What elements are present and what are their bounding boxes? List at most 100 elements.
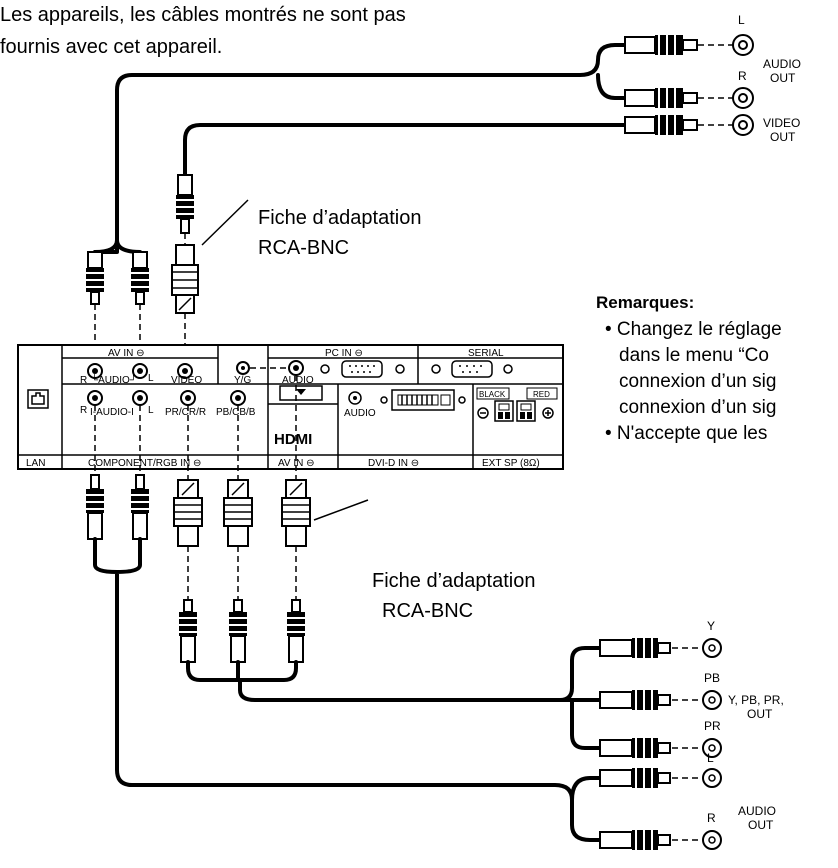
panel-audio-l: L	[148, 373, 154, 384]
audio-plug-r	[624, 88, 698, 108]
rca-bnc-adapter-top	[171, 244, 199, 314]
remarks-line-2: dans le menu “Co	[619, 345, 769, 366]
pr-plug	[599, 738, 671, 758]
audio-out-bottom-label-2: OUT	[748, 818, 774, 832]
hdmi-port-icon	[279, 385, 323, 401]
audio-cable-top	[93, 43, 627, 254]
component-out-label-2: OUT	[747, 707, 773, 721]
av-in-video-jack-icon	[177, 363, 193, 379]
audio-cable-bottom	[93, 537, 602, 842]
comp-audio-r-jack-icon	[87, 390, 103, 406]
dvi-port-icon	[380, 389, 466, 411]
panel-hdmi: HDMI	[274, 431, 312, 448]
video-cable-top	[183, 123, 627, 177]
hdmi-logo-bg	[272, 429, 332, 445]
pb-out-jack-icon	[702, 690, 722, 710]
panel-audio-r: R	[80, 375, 87, 386]
panel-pb-label: PB/CB/B	[216, 407, 256, 418]
audio-out-bottom-l-label: L	[707, 751, 714, 765]
panel-pr-label: PR/CR/R	[165, 407, 206, 418]
panel-comp-l: L	[148, 405, 154, 416]
panel-av-in-2: AV IN ⊖	[278, 458, 315, 469]
panel-dvi-audio: AUDIO	[344, 408, 376, 419]
component-out-label-1: Y, PB, PR,	[728, 693, 784, 707]
panel-serial: SERIAL	[468, 348, 504, 359]
yg-jack-icon	[236, 361, 250, 375]
audio-plug-bottom-r	[599, 830, 671, 850]
remarks-line-1: • Changez le réglage	[605, 319, 782, 340]
panel-video: VIDEO	[171, 375, 202, 386]
panel-comp-r: R	[80, 405, 87, 416]
audio-plug-panel-r	[86, 251, 104, 305]
panel-comp-audio: I-AUDIO-I	[90, 407, 134, 418]
pc-audio-jack-icon	[288, 360, 304, 376]
rca-plug-y	[287, 599, 305, 663]
av-in-audio-r-jack-icon	[87, 363, 103, 379]
panel-audio-word: └AUDIO┘	[91, 373, 137, 386]
screw-icon	[320, 364, 330, 374]
audio-out-bottom-label-1: AUDIO	[738, 804, 776, 818]
video-out-label-2: OUT	[770, 130, 796, 144]
rca-plug-pr	[179, 599, 197, 663]
panel-audio: AUDIO	[282, 375, 314, 386]
adapter-pointer-top	[201, 199, 249, 246]
video-plug	[624, 115, 698, 135]
pr-out-jack-icon	[702, 738, 722, 758]
panel-pc-in: PC IN ⊖	[325, 348, 363, 359]
component-cable-y	[186, 646, 602, 750]
video-plug-vertical	[176, 174, 194, 234]
note-line-2: fournis avec cet appareil.	[0, 36, 222, 58]
panel-av-in: AV IN ⊖	[108, 348, 145, 359]
video-out-jack-icon	[732, 114, 754, 136]
video-out-label-1: VIDEO	[763, 116, 800, 130]
ext-sp-black-label	[476, 387, 510, 400]
serial-port-icon	[451, 360, 493, 378]
panel-black: BLACK	[479, 390, 506, 399]
av-in-audio-l-jack-icon	[132, 363, 148, 379]
note-line-1: Les appareils, les câbles montrés ne son…	[0, 4, 406, 26]
audio-out-bottom-l-jack-icon	[702, 768, 722, 788]
panel-ext-sp: EXT SP (8Ω)	[482, 458, 540, 469]
remarks-line-4: connexion d’un sig	[619, 397, 776, 418]
remarks-line-5: • N'accepte que les	[605, 423, 767, 444]
y-out-label: Y	[707, 619, 715, 633]
vga-port-icon	[341, 360, 383, 378]
y-out-jack-icon	[702, 638, 722, 658]
panel-lan: LAN	[26, 458, 45, 469]
remarks-heading: Remarques:	[596, 293, 694, 312]
rca-bnc-adapter-pb	[223, 479, 253, 547]
lan-port-icon	[27, 389, 49, 409]
comp-audio-plug-l	[131, 474, 149, 540]
panel-yg: Y/G	[234, 375, 251, 386]
rca-plug-pb	[229, 599, 247, 663]
audio-out-r-jack-icon	[732, 87, 754, 109]
comp-pr-jack-icon	[180, 390, 196, 406]
screw-icon	[395, 364, 405, 374]
rca-bnc-adapter-pr	[173, 479, 203, 547]
audio-out-l-label: L	[738, 13, 745, 27]
pr-out-label: PR	[704, 719, 721, 733]
panel-red: RED	[533, 390, 550, 399]
comp-audio-plug-r	[86, 474, 104, 540]
audio-out-l-jack-icon	[732, 34, 754, 56]
adapter-label-top-1: Fiche d’adaptation	[258, 207, 421, 229]
speaker-terminal-icon	[477, 400, 554, 422]
adapter-label-bottom-1: Fiche d’adaptation	[372, 570, 535, 592]
panel-component-rgb-in: COMPONENT/RGB IN ⊖	[88, 458, 201, 469]
audio-out-r-label: R	[738, 69, 747, 83]
screw-icon	[503, 364, 513, 374]
comp-audio-l-jack-icon	[132, 390, 148, 406]
adapter-label-bottom-2: RCA-BNC	[382, 600, 473, 622]
remarks-line-3: connexion d’un sig	[619, 371, 776, 392]
adapter-pointer-bottom	[313, 499, 369, 521]
audio-out-bottom-r-label: R	[707, 811, 716, 825]
audio-plug-l	[624, 35, 698, 55]
comp-pb-jack-icon	[230, 390, 246, 406]
audio-plug-panel-l	[131, 251, 149, 305]
pb-out-label: PB	[704, 671, 720, 685]
rca-bnc-adapter-y	[281, 479, 311, 547]
screw-icon	[431, 364, 441, 374]
audio-plug-bottom-l	[599, 768, 671, 788]
pb-plug	[599, 690, 671, 710]
y-plug	[599, 638, 671, 658]
